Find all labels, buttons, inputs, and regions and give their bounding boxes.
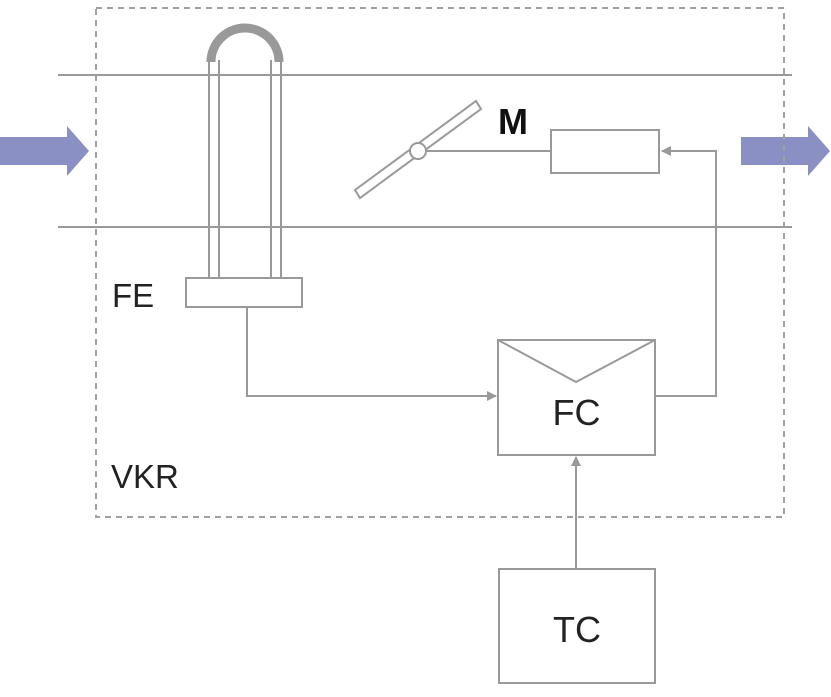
fc-label: FC bbox=[552, 392, 601, 433]
fe-box bbox=[185, 277, 303, 308]
tc-controller bbox=[498, 568, 656, 684]
flow-sensor-probe bbox=[185, 23, 303, 308]
damper-blade bbox=[353, 99, 483, 200]
vkr-boundary bbox=[95, 7, 785, 518]
outflow-arrow bbox=[741, 126, 830, 176]
actuator-label: M bbox=[498, 101, 528, 142]
fe-to-fc-line bbox=[246, 307, 497, 401]
tc-label: TC bbox=[553, 609, 601, 650]
fe-label: FE bbox=[112, 277, 155, 314]
actuator-box bbox=[550, 129, 660, 174]
vkr-label: VKR bbox=[111, 458, 179, 495]
fc-to-actuator-line bbox=[655, 146, 717, 397]
fc-controller bbox=[497, 339, 656, 456]
inflow-arrow bbox=[0, 126, 89, 176]
